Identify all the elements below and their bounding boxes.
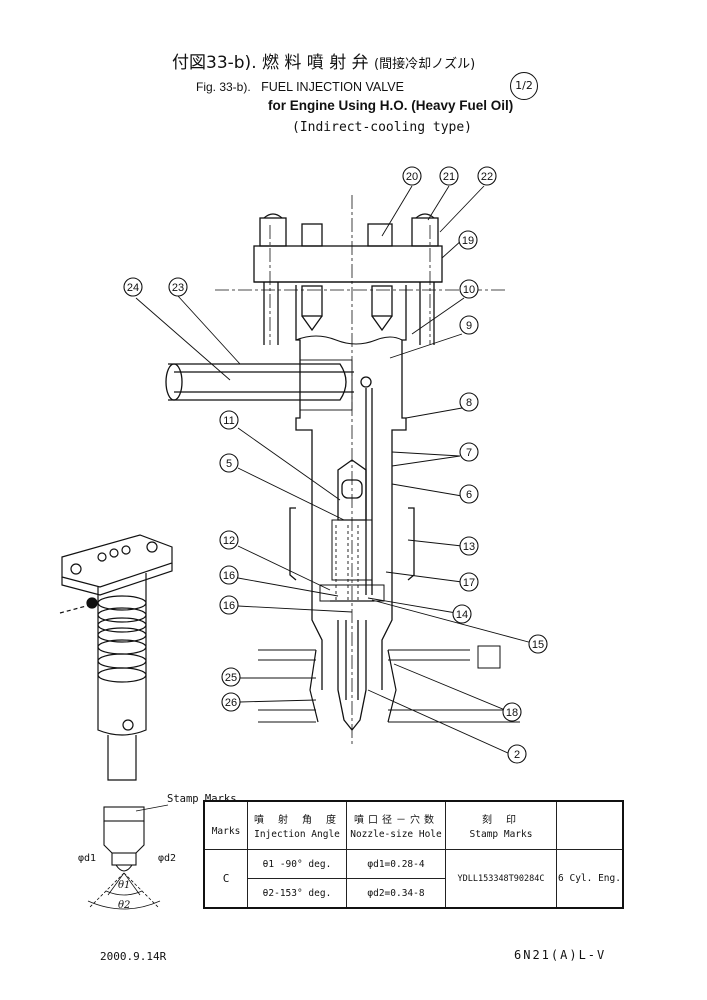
callout-26: 26 xyxy=(221,692,241,712)
callout-2: 2 xyxy=(507,744,527,764)
callout-20: 20 xyxy=(402,166,422,186)
callout-15: 15 xyxy=(528,634,548,654)
page-fraction-badge: 1/2 xyxy=(510,72,538,100)
callout-6: 6 xyxy=(459,484,479,504)
callout-24: 24 xyxy=(123,277,143,297)
col-engine xyxy=(556,800,624,850)
spring-assembly xyxy=(331,459,373,600)
theta2-label: θ2 xyxy=(118,900,131,911)
col-nozzle-size: 噴口径－穴数 Nozzle-size Hole xyxy=(346,800,446,850)
callout-number: 26 xyxy=(225,697,237,709)
callout-22: 22 xyxy=(477,166,497,186)
stamp-header-jp: 刻 印 xyxy=(481,815,521,826)
callout-number: 22 xyxy=(481,171,493,183)
hole1-cell: φd1=0.28-4 xyxy=(346,849,446,879)
callout-number: 7 xyxy=(466,447,472,459)
revision-date: 2000.9.14R xyxy=(100,950,167,963)
callout-number: 11 xyxy=(223,415,234,427)
callout-number: 16 xyxy=(223,600,235,612)
d1-label: φd1 xyxy=(78,853,97,864)
angle-header-jp: 噴 射 角 度 xyxy=(253,815,341,826)
callout-13: 13 xyxy=(459,536,479,556)
callout-number: 17 xyxy=(463,577,475,589)
callout-number: 13 xyxy=(463,541,475,553)
figure-title: FUEL INJECTION VALVE xyxy=(261,80,404,94)
callout-19: 19 xyxy=(458,230,478,250)
col-stamp-marks: 刻 印 Stamp Marks xyxy=(445,800,557,850)
hole-header-jp: 噴口径－穴数 xyxy=(354,815,438,826)
callout-7: 7 xyxy=(459,442,479,462)
callout-8: 8 xyxy=(459,392,479,412)
callout-number: 9 xyxy=(466,320,472,332)
col-injection-angle: 噴 射 角 度 Injection Angle xyxy=(247,800,347,850)
hole2-cell: φd2=0.34-8 xyxy=(346,878,446,909)
engine-cell: 6 Cyl. Eng. xyxy=(556,849,624,909)
callout-number: 25 xyxy=(225,672,237,684)
studs xyxy=(263,282,435,345)
angle-header-en: Injection Angle xyxy=(254,829,340,840)
callout-10: 10 xyxy=(459,279,479,299)
callout-number: 10 xyxy=(463,284,475,296)
callout-number: 5 xyxy=(226,458,232,470)
table-row: θ2-153° deg. φd2=0.34-8 xyxy=(204,878,623,909)
nozzle-spray-detail xyxy=(87,804,169,910)
callout-16: 16 xyxy=(219,565,239,585)
col-marks: Marks xyxy=(203,800,248,850)
callout-number: 6 xyxy=(466,489,472,501)
title-jp-main: 付図33-b). 燃 料 噴 射 弁 xyxy=(172,53,369,73)
callout-number: 15 xyxy=(532,639,544,651)
callout-number: 14 xyxy=(456,609,468,621)
callout-16: 16 xyxy=(219,595,239,615)
mark-cell: C xyxy=(203,849,248,909)
callout-9: 9 xyxy=(459,315,479,335)
nozzle-holder-body xyxy=(295,285,407,508)
title-japanese: 付図33-b). 燃 料 噴 射 弁 (間接冷却ノズル) xyxy=(172,48,475,73)
callout-17: 17 xyxy=(459,572,479,592)
callout-number: 19 xyxy=(462,235,474,247)
callout-number: 12 xyxy=(223,535,235,547)
centerlines xyxy=(215,195,505,745)
theta1-label: θ1 xyxy=(118,880,131,891)
cooling-sleeve xyxy=(289,507,415,690)
figure-subtitle: for Engine Using H.O. (Heavy Fuel Oil) xyxy=(268,98,514,113)
callout-21: 21 xyxy=(439,166,459,186)
table-row: C θ1 -90° deg. φd1=0.28-4 YDLL153348T902… xyxy=(203,849,624,909)
stamp-cell: YDLL153348T90284C xyxy=(445,849,557,909)
callout-5: 5 xyxy=(219,453,239,473)
callout-number: 18 xyxy=(506,707,518,719)
angle1-cell: θ1 -90° deg. xyxy=(247,849,347,879)
figure-caption: Fig. 33-b). FUEL INJECTION VALVE xyxy=(196,80,404,94)
figure-label: Fig. 33-b). xyxy=(196,80,251,94)
callout-number: 16 xyxy=(223,570,235,582)
callout-23: 23 xyxy=(168,277,188,297)
table-header-row: Marks 噴 射 角 度 Injection Angle 噴口径－穴数 Noz… xyxy=(203,800,624,850)
callout-number: 8 xyxy=(466,397,472,409)
callout-18: 18 xyxy=(502,702,522,722)
callout-number: 21 xyxy=(443,171,455,183)
marks-header: Marks xyxy=(211,826,241,837)
cylinder-head-section xyxy=(258,645,520,723)
callout-number: 2 xyxy=(514,749,520,761)
nozzle-clamp-bridge xyxy=(253,213,443,283)
injector-perspective-view xyxy=(59,534,173,781)
nozzle-tip xyxy=(337,620,367,732)
hole-header-en: Nozzle-size Hole xyxy=(350,829,442,840)
angle2-cell: θ2-153° deg. xyxy=(247,878,347,909)
callout-number: 20 xyxy=(406,171,418,183)
callout-25: 25 xyxy=(221,667,241,687)
callout-number: 24 xyxy=(127,282,139,294)
drawing-code: 6N21(A)L-V xyxy=(514,948,607,962)
leader-lines xyxy=(135,185,537,755)
stamp-header-en: Stamp Marks xyxy=(469,829,533,840)
type-note: (Indirect-cooling type) xyxy=(292,120,473,135)
d2-label: φd2 xyxy=(158,853,177,864)
callout-14: 14 xyxy=(452,604,472,624)
title-jp-sub: (間接冷却ノズル) xyxy=(374,57,476,72)
callout-number: 23 xyxy=(172,282,184,294)
nozzle-spec-table: Marks 噴 射 角 度 Injection Angle 噴口径－穴数 Noz… xyxy=(203,800,624,909)
callout-11: 11 xyxy=(219,410,239,430)
callout-12: 12 xyxy=(219,530,239,550)
